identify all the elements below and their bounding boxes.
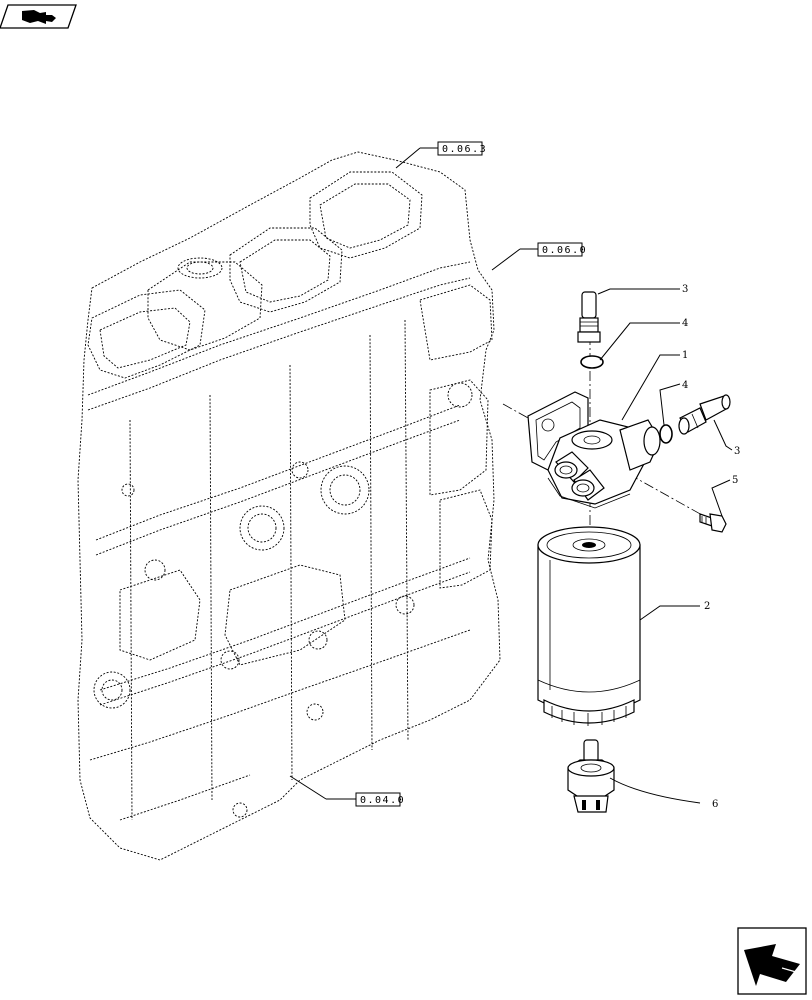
callout-number: 3 [734, 446, 740, 457]
callout-4-upper[interactable]: 4 [599, 318, 688, 361]
filter-head [527, 391, 661, 509]
bolt [699, 513, 727, 533]
reference-label: 0.04.0 [360, 795, 405, 806]
filter-cartridge [537, 526, 641, 726]
callout-6[interactable]: 6 [609, 777, 718, 810]
reference-label: 0.06.3 [442, 144, 487, 155]
fitting-upper [577, 291, 601, 343]
fitting-side [678, 394, 731, 435]
callout-4-side[interactable]: 4 [659, 380, 688, 426]
callout-1[interactable]: 1 [621, 350, 688, 421]
o-ring-upper [580, 355, 604, 369]
callout-3-side[interactable]: 3 [713, 419, 740, 457]
reference-0-04-0[interactable]: 0.04.0 [289, 775, 405, 807]
callout-number: 2 [704, 601, 710, 612]
next-page-arrow-icon[interactable] [737, 927, 807, 995]
callout-number: 1 [682, 350, 688, 361]
reference-label: 0.06.0 [542, 245, 587, 256]
engine-block [77, 151, 501, 861]
callout-number: 4 [682, 318, 688, 329]
reference-0-06-0[interactable]: 0.06.0 [491, 242, 587, 271]
callout-number: 5 [732, 475, 738, 486]
callout-number: 4 [682, 380, 688, 391]
reference-0-06-3[interactable]: 0.06.3 [395, 141, 487, 169]
callout-2[interactable]: 2 [639, 601, 710, 621]
callout-number: 3 [682, 284, 688, 295]
o-ring-side [659, 424, 673, 444]
callout-3-upper[interactable]: 3 [597, 284, 688, 295]
callout-number: 6 [712, 799, 718, 810]
book-arrow-icon[interactable] [0, 4, 77, 29]
callout-5[interactable]: 5 [711, 475, 738, 517]
water-sensor [567, 739, 615, 813]
